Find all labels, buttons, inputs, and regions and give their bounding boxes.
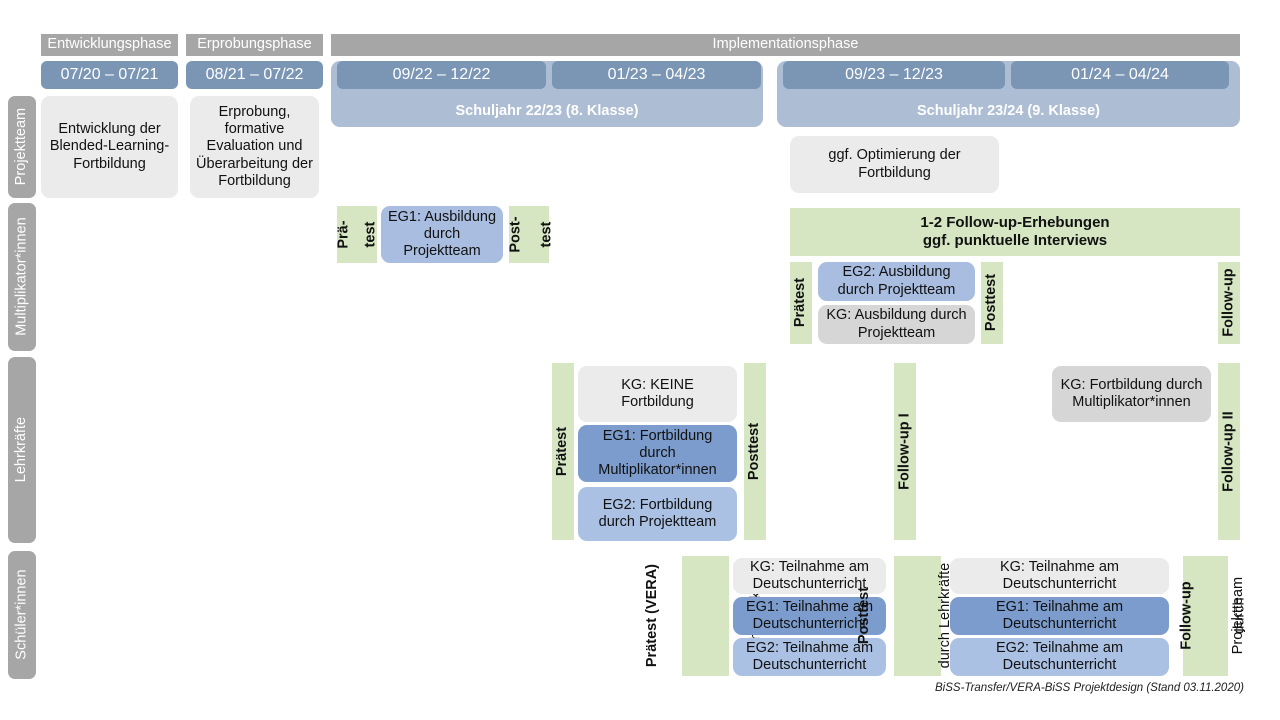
card-lehr-eg2-fortbildung: EG2: Fortbildung durch Projektteam xyxy=(578,487,737,541)
card-schueler-kg-2: KG: Teilnahme am Deutschunterricht xyxy=(950,558,1169,594)
card-schueler-kg-1: KG: Teilnahme am Deutschunterricht xyxy=(733,558,886,594)
row-label-projektteam: Projektteam xyxy=(8,96,36,198)
period-chip-0: 07/20 – 07/21 xyxy=(41,61,178,89)
measure-label-bold: Follow-up xyxy=(1178,581,1195,651)
card-text: EG1: Teilnahme am Deutschunterricht xyxy=(745,598,874,632)
period-chip-5: 01/24 – 04/24 xyxy=(1011,61,1229,89)
row-label-text: Projektteam xyxy=(13,108,30,186)
card-lehr-eg1-fortbildung: EG1: Fortbildung durch Multiplikator*inn… xyxy=(578,425,737,482)
row-label-text: Schüler*innen xyxy=(13,569,30,661)
card-schueler-eg2-1: EG2: Teilnahme am Deutschunterricht xyxy=(733,638,886,676)
period-chip-4: 09/23 – 12/23 xyxy=(783,61,1005,89)
measure-label-bold: Prätest (VERA) xyxy=(644,564,661,668)
card-schueler-eg1-1: EG1: Teilnahme am Deutschunterricht xyxy=(733,597,886,635)
measure-followup-schueler-overflow: Projektteam xyxy=(1228,556,1250,676)
phase-bar-entwicklungsphase: Entwicklungsphase xyxy=(41,34,178,56)
card-text: EG1: Teilnahme am Deutschunterricht xyxy=(995,598,1124,632)
measure-label-sub2: Projektteam xyxy=(1230,577,1247,655)
row-label-schuelerinnen: Schüler*innen xyxy=(8,551,36,679)
period-label: 07/20 – 07/21 xyxy=(60,65,159,83)
phase-bar-erprobungsphase: Erprobungsphase xyxy=(186,34,323,56)
schoolyear-label: Schuljahr 22/23 (8. Klasse) xyxy=(455,102,639,119)
card-text: EG2: Teilnahme am Deutschunterricht xyxy=(995,639,1124,673)
measure-followup-1-lehrkraefte: Follow-up I xyxy=(894,363,916,540)
card-text: KG: Fortbildung durch Multiplikator*inne… xyxy=(1060,376,1203,410)
card-text: EG2: Fortbildung durch Projektteam xyxy=(598,496,717,530)
card-entwicklung-fortbildung: Entwicklung der Blended-Learning-Fortbil… xyxy=(41,96,178,198)
phase-label: Entwicklungsphase xyxy=(47,36,172,53)
measure-posttest-multi: Post- test xyxy=(507,206,555,263)
measure-line-2: test xyxy=(362,221,379,248)
row-label-text: Lehrkräfte xyxy=(13,417,30,483)
card-multi-eg2-ausbildung: EG2: Ausbildung durch Projektteam xyxy=(818,262,975,301)
card-lehr-kg-keine: KG: KEINE Fortbildung xyxy=(578,366,737,422)
period-label: 01/24 – 04/24 xyxy=(1071,65,1169,83)
period-chip-3: 01/23 – 04/23 xyxy=(552,61,761,89)
measure-line-2: test xyxy=(538,221,555,248)
footer-caption: BiSS-Transfer/VERA-BiSS Projektdesign (S… xyxy=(935,682,1244,694)
card-multi-kg-ausbildung: KG: Ausbildung durch Projektteam xyxy=(818,305,975,344)
row-label-multiplikatorinnen: Multiplikator*innen xyxy=(8,203,36,351)
period-chip-2: 09/22 – 12/22 xyxy=(337,61,546,89)
banner-line-1: 1-2 Follow-up-Erhebungen xyxy=(920,214,1110,232)
card-schueler-eg2-2: EG2: Teilnahme am Deutschunterricht xyxy=(950,638,1169,676)
measure-label: Follow-up I xyxy=(896,413,913,490)
card-text: EG2: Ausbildung durch Projektteam xyxy=(837,264,956,298)
measure-label-bold: Posttest xyxy=(856,587,873,645)
measure-praetest-lehrkraefte: Prätest xyxy=(552,363,574,540)
period-label: 08/21 – 07/22 xyxy=(205,65,304,83)
measure-followup-2-lehrkraefte: Follow-up II xyxy=(1218,363,1240,540)
footer-text: BiSS-Transfer/VERA-BiSS Projektdesign (S… xyxy=(935,682,1244,694)
measure-label: Follow-up II xyxy=(1220,411,1237,492)
banner-line-2: ggf. punktuelle Interviews xyxy=(922,232,1108,249)
card-schueler-eg1-2: EG1: Teilnahme am Deutschunterricht xyxy=(950,597,1169,635)
phase-label: Erprobungsphase xyxy=(197,36,312,53)
card-text: ggf. Optimierung der Fortbildung xyxy=(828,147,961,181)
card-text: KG: KEINE Fortbildung xyxy=(621,376,694,410)
measure-label: Posttest xyxy=(983,274,1000,332)
measure-line-1: Prä- xyxy=(335,220,352,249)
row-label-text: Multiplikator*innen xyxy=(13,217,30,337)
measure-label: Prätest xyxy=(792,278,809,328)
card-text: Erprobung, formative Evaluation und Über… xyxy=(196,104,313,189)
measure-line-1: Post- xyxy=(507,216,524,253)
card-text: KG: Teilnahme am Deutschunterricht xyxy=(749,558,869,592)
period-label: 09/22 – 12/22 xyxy=(392,65,491,83)
measure-posttest-schueler: Posttest durch Lehrkräfte xyxy=(856,556,954,676)
period-label: 01/23 – 04/23 xyxy=(607,65,706,83)
card-text: EG1: Fortbildung durch Multiplikator*inn… xyxy=(598,427,717,479)
phase-label: Implementationsphase xyxy=(712,36,859,53)
banner-followup-erhebungen: 1-2 Follow-up-Erhebungen ggf. punktuelle… xyxy=(790,208,1240,256)
measure-label: Prätest xyxy=(554,426,571,477)
card-lehr-kg-fortbildung: KG: Fortbildung durch Multiplikator*inne… xyxy=(1052,366,1211,422)
card-optimierung-fortbildung: ggf. Optimierung der Fortbildung xyxy=(790,136,999,193)
measure-posttest-lehrkraefte: Posttest xyxy=(744,363,766,540)
measure-praetest-multi-2: Prätest xyxy=(790,262,812,344)
card-text: EG2: Teilnahme am Deutschunterricht xyxy=(745,639,874,673)
card-text: EG1: Ausbildung durch Projektteam xyxy=(387,208,497,260)
measure-label: Posttest xyxy=(746,422,763,481)
card-text: Entwicklung der Blended-Learning-Fortbil… xyxy=(49,121,170,172)
measure-praetest-multi: Prä- test xyxy=(335,206,379,263)
card-erprobung-evaluation: Erprobung, formative Evaluation und Über… xyxy=(190,96,319,198)
period-chip-1: 08/21 – 07/22 xyxy=(186,61,323,89)
card-text: KG: Ausbildung durch Projektteam xyxy=(826,307,967,341)
phase-bar-implementationsphase: Implementationsphase xyxy=(331,34,1240,56)
measure-praetest-vera-schueler: Prätest (VERA) durch Lehrkräfte xyxy=(644,556,765,676)
card-multi-eg1-ausbildung: EG1: Ausbildung durch Projektteam xyxy=(381,206,503,263)
row-label-lehrkraefte: Lehrkräfte xyxy=(8,357,36,543)
schoolyear-label: Schuljahr 23/24 (9. Klasse) xyxy=(917,102,1100,119)
card-text: KG: Teilnahme am Deutschunterricht xyxy=(999,558,1119,592)
measure-followup-multi: Follow-up xyxy=(1218,262,1240,344)
period-label: 09/23 – 12/23 xyxy=(845,65,943,83)
measure-followup-schueler: Follow-up durch xyxy=(1179,556,1247,676)
measure-posttest-multi-2: Posttest xyxy=(981,262,1003,344)
measure-label: Follow-up xyxy=(1220,268,1237,338)
